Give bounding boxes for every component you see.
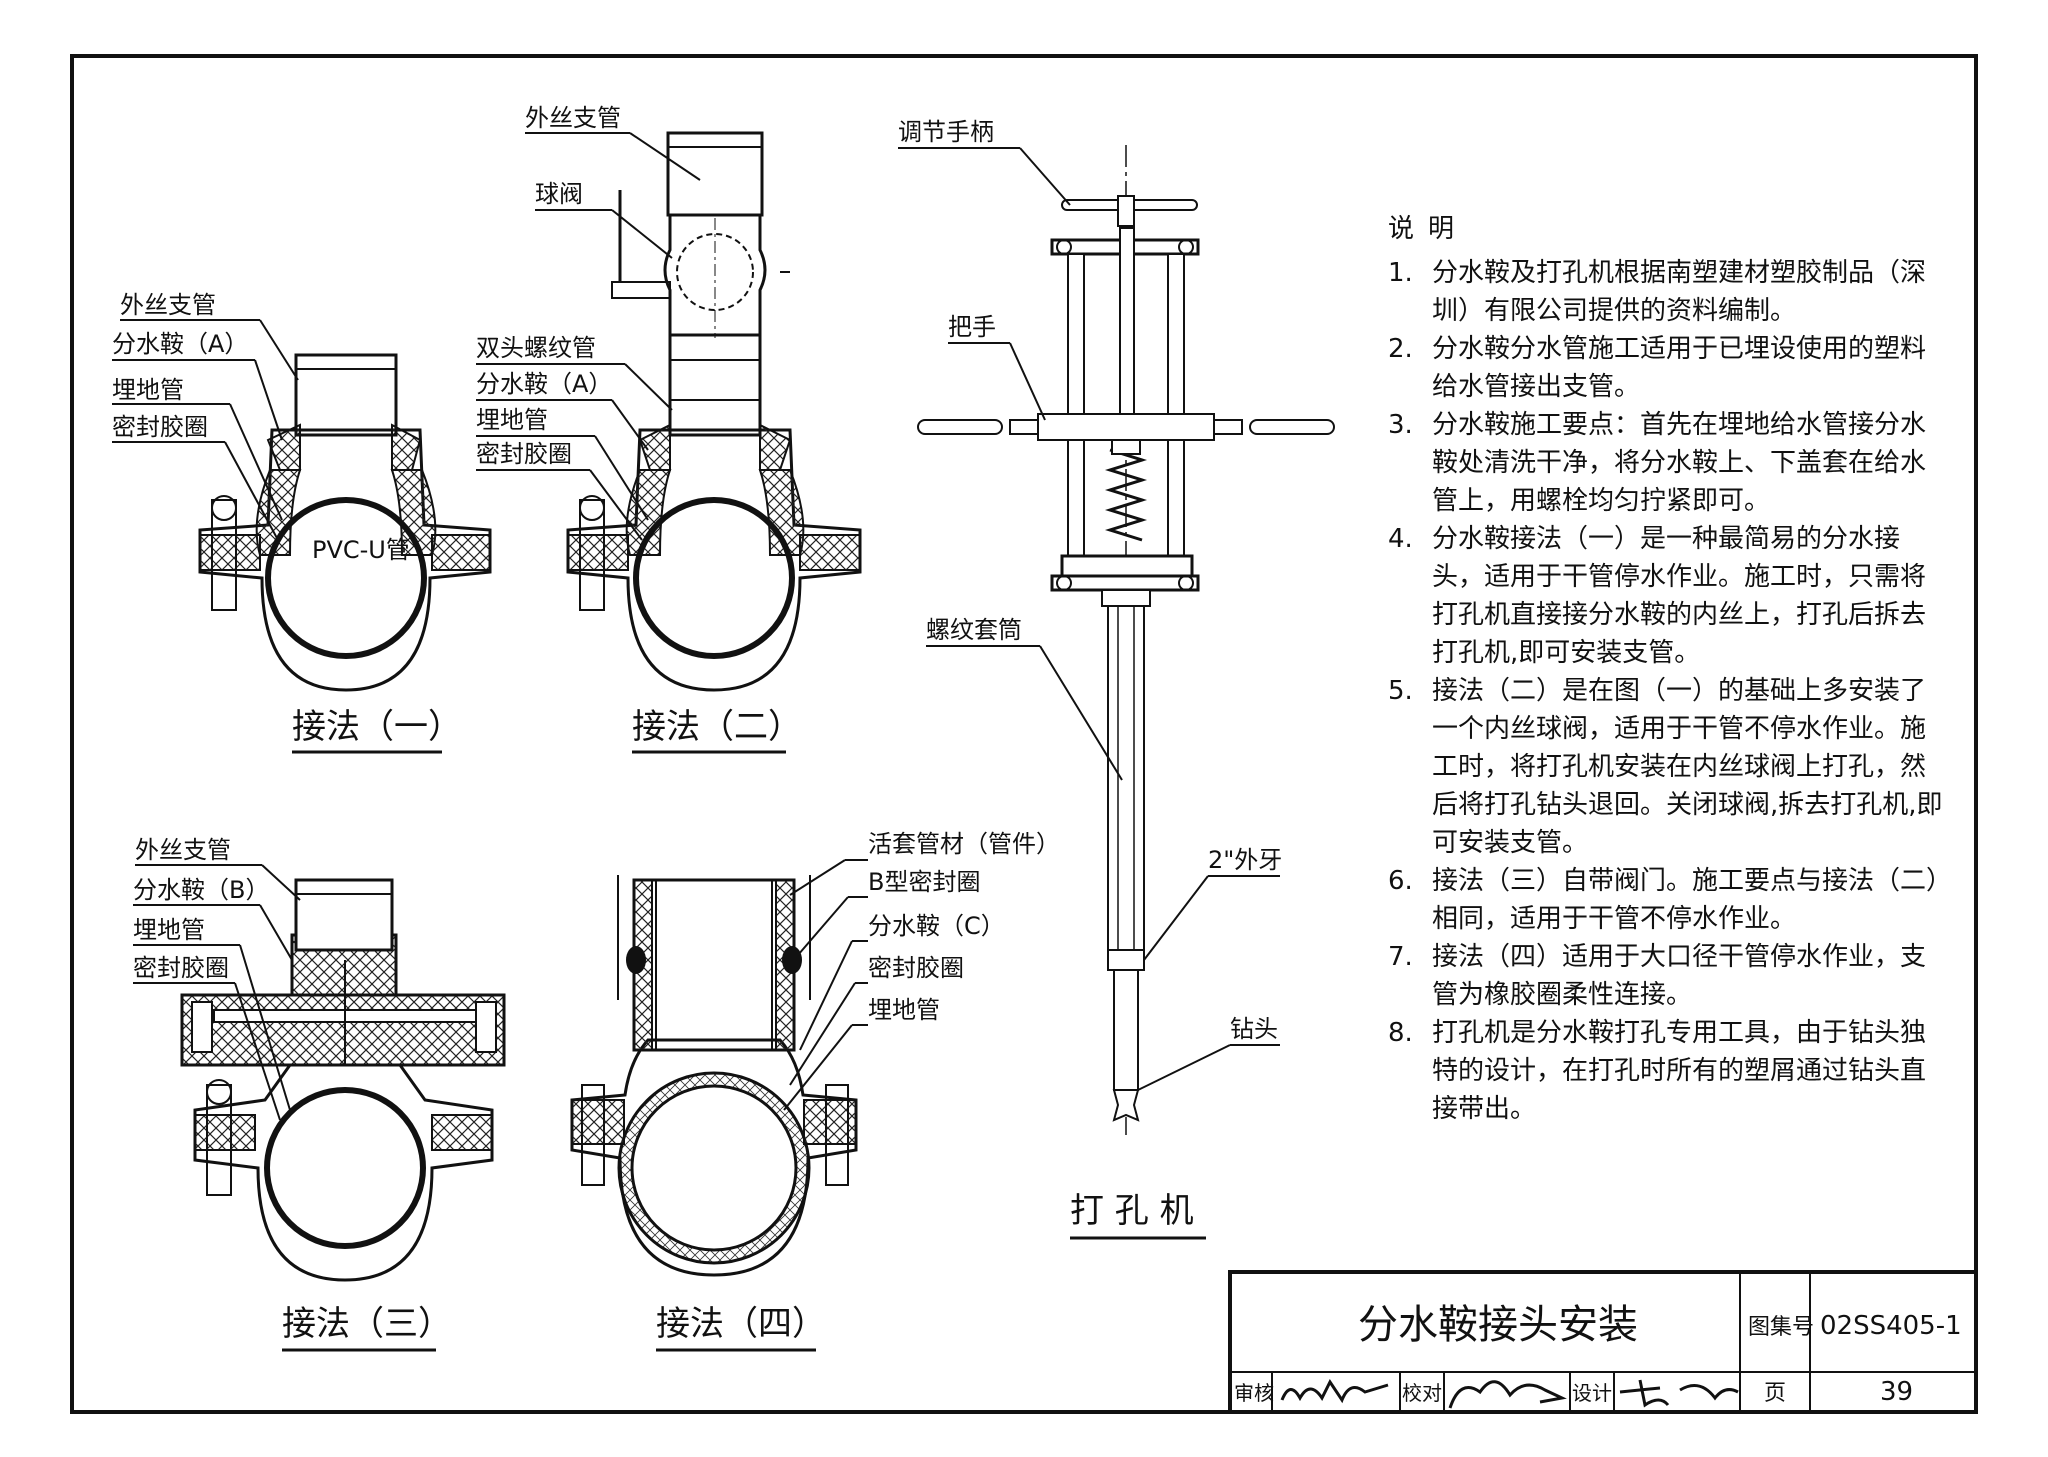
label-fenshuian-a-2: 分水鞍（A） (476, 370, 612, 398)
title-block: 分水鞍接头安装 图集号 02SS405-1 审核 校对 设计 页 39 (1228, 1270, 1978, 1414)
note-number: 4. (1388, 524, 1413, 554)
label-maidi-guan-3: 埋地管 (133, 916, 205, 944)
note-text: 接法（二）是在图（一）的基础上多安装了一个内丝球阀，适用于干管不停水作业。施工时… (1432, 676, 1943, 858)
design-label: 设计 (1572, 1381, 1612, 1405)
sheet-border (70, 54, 1978, 1414)
label-qiufa: 球阀 (535, 180, 583, 208)
label-waisi-zhiguan-3: 外丝支管 (135, 836, 231, 864)
notes-heading: 说明 (1388, 214, 1469, 244)
figure-joint-3 (180, 878, 506, 1282)
note-item: 4. 分水鞍接法（一）是一种最简易的分水接头，适用于干管停水作业。施工时，只需将打… (1388, 520, 1948, 672)
caption-joint-2: 接法（二） (632, 707, 802, 747)
review-signature (1280, 1379, 1389, 1404)
figure-joint-1: PVC-U管 (198, 353, 492, 692)
label-tiaojie: 调节手柄 (898, 118, 994, 146)
note-number: 3. (1388, 410, 1413, 440)
note-item: 3. 分水鞍施工要点：首先在埋地给水管接分水鞍处清洗干净，将分水鞍上、下盖套在给水… (1388, 406, 1948, 520)
caption-joint-3: 接法（三） (282, 1304, 452, 1344)
note-item: 6. 接法（三）自带阀门。施工要点与接法（二）相同，适用于干管不停水作业。 (1388, 862, 1948, 938)
figure-joint-4 (570, 875, 858, 1277)
figure-3-labels: 外丝支管 分水鞍（B） 埋地管 密封胶圈 (133, 836, 301, 1121)
label-zuantou: 钻头 (1230, 1015, 1278, 1043)
page-number: 39 (1880, 1377, 1913, 1407)
figure-2-labels: 外丝支管 球阀 双头螺纹管 分水鞍（A） 埋地管 密封胶圈 (476, 104, 701, 541)
note-text: 分水鞍及打孔机根据南塑建材塑胶制品（深圳）有限公司提供的资料编制。 (1432, 258, 1927, 326)
figure-joint-2 (566, 131, 862, 692)
note-item: 7. 接法（四）适用于大口径干管停水作业，支管为橡胶圈柔性连接。 (1388, 938, 1948, 1014)
note-item: 5. 接法（二）是在图（一）的基础上多安装了一个内丝球阀，适用于干管不停水作业。施… (1388, 672, 1948, 862)
note-item: 2. 分水鞍分水管施工适用于已埋设使用的塑料给水管接出支管。 (1388, 330, 1948, 406)
note-number: 8. (1388, 1018, 1413, 1048)
label-mifeng-jiaoquan-1: 密封胶圈 (112, 413, 208, 441)
note-text: 分水鞍施工要点：首先在埋地给水管接分水鞍处清洗干净，将分水鞍上、下盖套在给水管上… (1432, 410, 1927, 516)
note-text: 接法（四）适用于大口径干管停水作业，支管为橡胶圈柔性连接。 (1432, 942, 1927, 1010)
note-text: 接法（三）自带阀门。施工要点与接法（二）相同，适用于干管不停水作业。 (1432, 866, 1940, 934)
note-text: 分水鞍分水管施工适用于已埋设使用的塑料给水管接出支管。 (1432, 334, 1927, 402)
label-fenshuian-c: 分水鞍（C） (868, 912, 1005, 940)
label-shuangtou: 双头螺纹管 (476, 334, 596, 362)
caption-joint-4: 接法（四） (656, 1304, 826, 1344)
label-fenshuian-a-1: 分水鞍（A） (112, 330, 248, 358)
label-waiya: 2"外牙 (1208, 846, 1282, 874)
atlas-label: 图集号 (1748, 1315, 1814, 1340)
caption-joint-1: 接法（一） (292, 707, 462, 747)
drilling-machine (917, 145, 1335, 1135)
label-luowen-taotong: 螺纹套筒 (926, 616, 1022, 644)
drill-labels: 调节手柄 把手 螺纹套筒 2"外牙 钻头 (898, 118, 1282, 1091)
notes-panel: 说明 1. 分水鞍及打孔机根据南塑建材塑胶制品（深圳）有限公司提供的资料编制。 2… (1388, 210, 1948, 1128)
label-maidi-guan-1: 埋地管 (112, 376, 184, 404)
figure-4-labels: 活套管材（管件） B型密封圈 分水鞍（C） 密封胶圈 埋地管 (783, 830, 1060, 1111)
note-text: 分水鞍接法（一）是一种最简易的分水接头，适用于干管停水作业。施工时，只需将打孔机… (1432, 524, 1927, 668)
label-waisi-zhiguan-2: 外丝支管 (525, 104, 621, 132)
note-number: 2. (1388, 334, 1413, 364)
note-number: 7. (1388, 942, 1413, 972)
design-signature (1619, 1379, 1739, 1408)
label-mifeng-jiaoquan-2: 密封胶圈 (476, 440, 572, 468)
figure-1-labels: 外丝支管 分水鞍（A） 埋地管 密封胶圈 (112, 291, 299, 541)
drawing-title: 分水鞍接头安装 (1358, 1302, 1638, 1348)
label-mifeng-jiaoquan-3: 密封胶圈 (133, 954, 229, 982)
label-waisi-zhiguan-1: 外丝支管 (120, 291, 216, 319)
page-label: 页 (1764, 1381, 1786, 1406)
note-item: 8. 打孔机是分水鞍打孔专用工具，由于钻头独特的设计，在打孔时所有的塑屑通过钻头直… (1388, 1014, 1948, 1128)
label-maidi-guan-2: 埋地管 (476, 406, 548, 434)
check-signature (1448, 1380, 1567, 1409)
pvc-u-label: PVC-U管 (312, 536, 410, 564)
note-text: 打孔机是分水鞍打孔专用工具，由于钻头独特的设计，在打孔时所有的塑屑通过钻头直接带… (1432, 1018, 1927, 1124)
caption-drill: 打 孔 机 (1070, 1191, 1194, 1231)
label-b-mifeng: B型密封圈 (868, 868, 980, 896)
note-number: 1. (1388, 258, 1413, 288)
label-maidi-guan-4: 埋地管 (868, 996, 940, 1024)
label-fenshuian-b: 分水鞍（B） (133, 876, 269, 904)
label-huotao: 活套管材（管件） (868, 830, 1060, 858)
check-label: 校对 (1402, 1381, 1442, 1405)
note-number: 6. (1388, 866, 1413, 896)
atlas-number: 02SS405-1 (1820, 1311, 1962, 1341)
note-item: 1. 分水鞍及打孔机根据南塑建材塑胶制品（深圳）有限公司提供的资料编制。 (1388, 254, 1948, 330)
label-bashou: 把手 (948, 313, 996, 341)
review-label: 审核 (1234, 1381, 1274, 1405)
label-mifeng-jiaoquan-4: 密封胶圈 (868, 954, 964, 982)
note-number: 5. (1388, 676, 1413, 706)
